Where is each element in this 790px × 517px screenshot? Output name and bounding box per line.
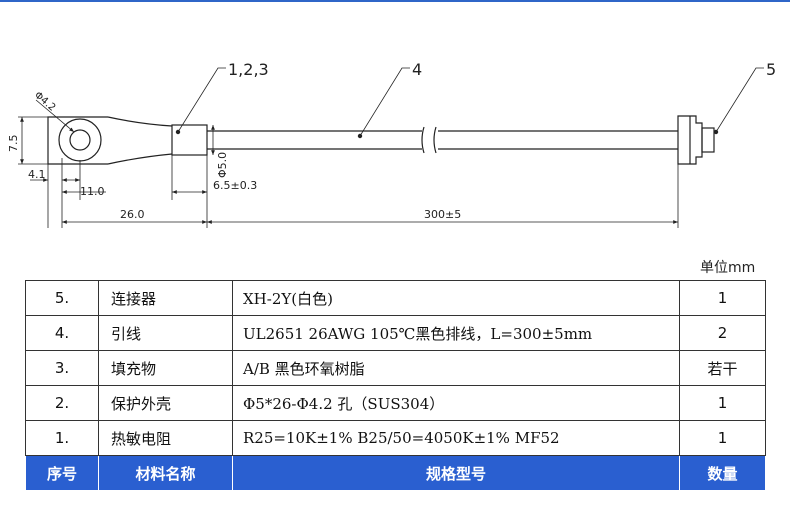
row-qty: 2 (679, 315, 766, 351)
header-spec: 规格型号 (232, 455, 680, 491)
header-qty: 数量 (679, 455, 766, 491)
dim-height: 7.5 (7, 135, 20, 153)
table-row: 2. 保护外壳 Φ5*26-Φ4.2 孔（SUS304） 1 (25, 385, 766, 421)
row-qty: 1 (679, 280, 766, 316)
table-row: 1. 热敏电阻 R25=10K±1% B25/50=4050K±1% MF52 … (25, 420, 766, 456)
row-spec: A/B 黑色环氧树脂 (232, 350, 680, 386)
table-row: 4. 引线 UL2651 26AWG 105℃黑色排线，L=300±5mm 2 (25, 315, 766, 351)
row-qty: 1 (679, 385, 766, 421)
table-row: 3. 填充物 A/B 黑色环氧树脂 若干 (25, 350, 766, 386)
dim-300: 300±5 (424, 208, 461, 221)
break-mark (421, 126, 437, 154)
row-no: 5. (25, 280, 99, 316)
sheath-tube (171, 124, 208, 156)
ring-lug (47, 116, 108, 165)
table-header-row: 序号 材料名称 规格型号 数量 (25, 455, 766, 491)
header-no: 序号 (25, 455, 99, 491)
row-spec: Φ5*26-Φ4.2 孔（SUS304） (232, 385, 680, 421)
row-spec: UL2651 26AWG 105℃黑色排线，L=300±5mm (232, 315, 680, 351)
header-name: 材料名称 (98, 455, 233, 491)
dim-26-0: 26.0 (120, 208, 145, 221)
callout-1-2-3: 1,2,3 (228, 60, 269, 79)
row-spec: R25=10K±1% B25/50=4050K±1% MF52 (232, 420, 680, 456)
top-accent-line (0, 0, 790, 2)
row-name: 保护外壳 (98, 385, 233, 421)
row-no: 1. (25, 420, 99, 456)
row-name: 连接器 (98, 280, 233, 316)
row-name: 引线 (98, 315, 233, 351)
connector (677, 115, 703, 165)
row-qty: 1 (679, 420, 766, 456)
unit-label: 单位mm (700, 260, 756, 276)
dim-6-5: 6.5±0.3 (213, 179, 257, 192)
dim-11-0: 11.0 (80, 185, 105, 198)
dim-4-1: 4.1 (28, 168, 46, 181)
row-no: 2. (25, 385, 99, 421)
ring-outer (58, 118, 102, 162)
callout-4: 4 (412, 60, 422, 79)
dim-tube-diameter: Φ5.0 (216, 152, 229, 178)
sheath-taper (107, 116, 173, 165)
row-name: 填充物 (98, 350, 233, 386)
row-qty: 若干 (679, 350, 766, 386)
row-no: 4. (25, 315, 99, 351)
row-name: 热敏电阻 (98, 420, 233, 456)
callout-5: 5 (766, 60, 776, 79)
table-row: 5. 连接器 XH-2Y(白色) 1 (25, 280, 766, 316)
ring-hole (69, 129, 91, 151)
thermistor-drawing: 1,2,3 4 5 Φ4.2 7.5 4.1 11.0 26.0 6.5±0.3… (7, 60, 776, 228)
dim-ring-diameter: Φ4.2 (32, 90, 57, 114)
row-no: 3. (25, 350, 99, 386)
row-spec: XH-2Y(白色) (232, 280, 680, 316)
spec-table: 5. 连接器 XH-2Y(白色) 1 4. 引线 UL2651 26AWG 10… (25, 280, 766, 491)
